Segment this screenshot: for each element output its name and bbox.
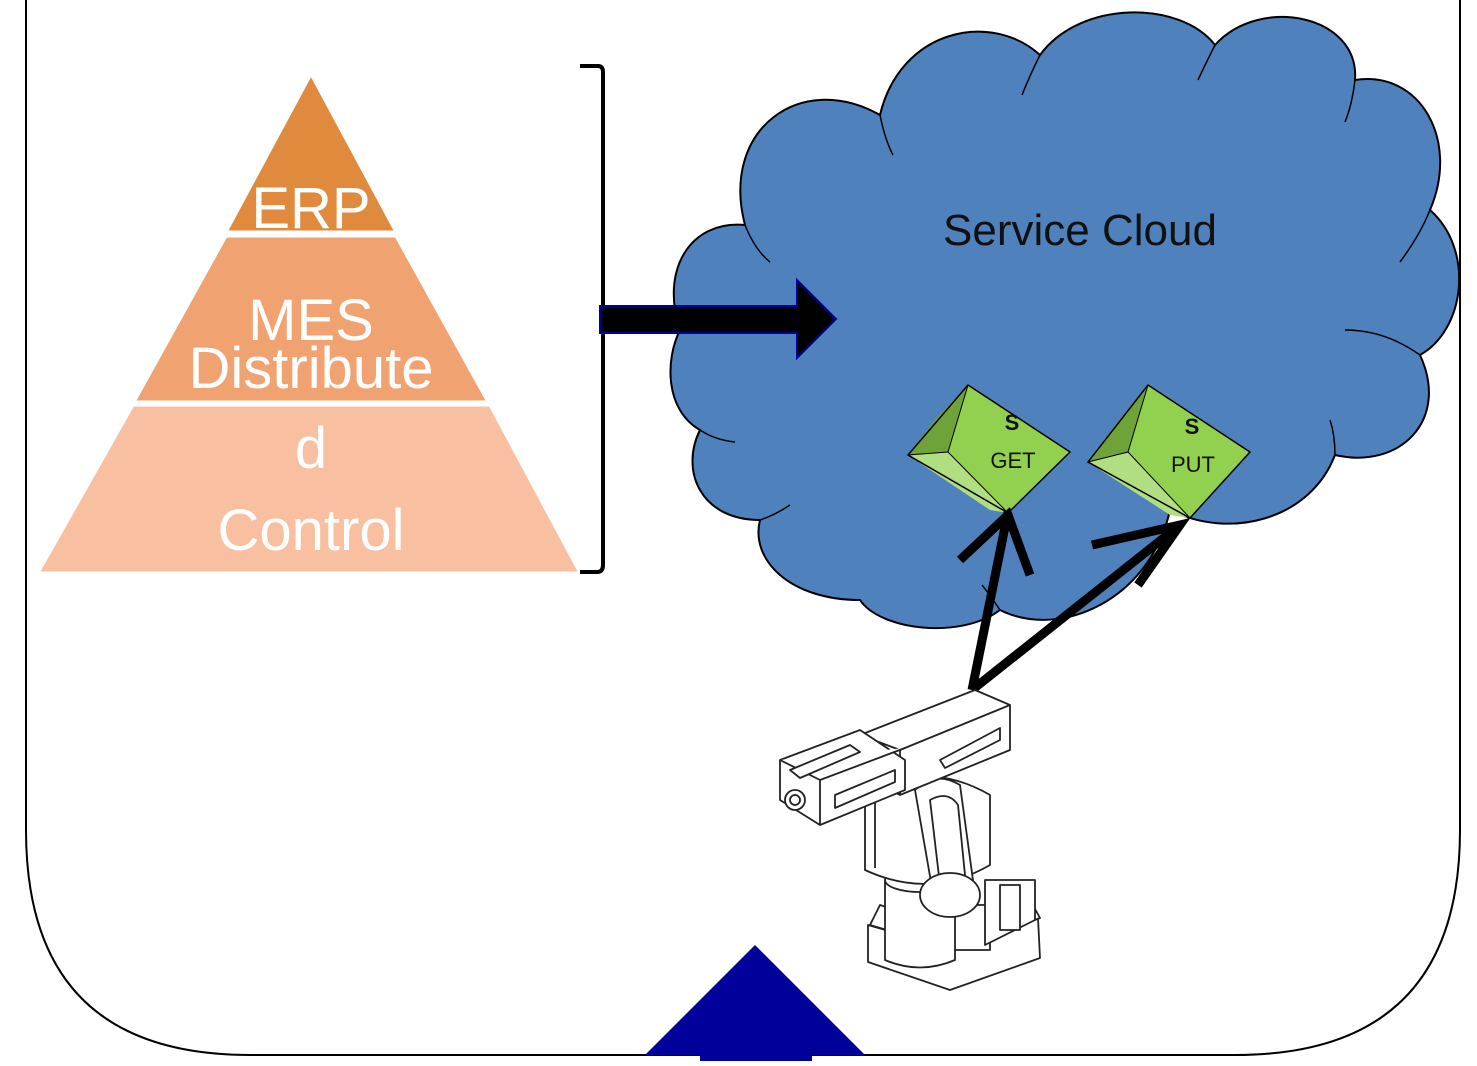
pyramid-label-mes: MES <box>248 288 374 353</box>
cube-put-badge: S <box>1185 414 1200 439</box>
pyramid-label-control-2: d <box>295 416 327 481</box>
cloud-label: Service Cloud <box>943 206 1217 255</box>
service-cloud <box>669 11 1461 630</box>
pyramid-label-control-3: Control <box>218 498 405 563</box>
robot-connection-arrows <box>956 507 1191 694</box>
cube-get-label: GET <box>990 448 1035 473</box>
cube-get-badge: S <box>1005 410 1020 435</box>
pyramid-level-erp <box>223 70 399 234</box>
arrow-up-blue <box>645 945 865 1061</box>
pyramid-label-control-1: Distribute <box>189 336 434 401</box>
arrow-robot-to-put <box>969 521 1183 694</box>
service-cube-get: S GET <box>906 384 1072 514</box>
arrow-head-get <box>956 507 1035 577</box>
arrow-head-put <box>1091 518 1191 588</box>
pyramid-level-mes <box>131 234 491 404</box>
industrial-robot <box>779 689 1041 991</box>
arrow-to-cloud <box>599 277 838 361</box>
arrow-robot-to-get <box>967 511 1013 691</box>
pyramid-label-erp: ERP <box>251 176 370 241</box>
cube-put-label: PUT <box>1171 452 1215 477</box>
service-cube-put: S PUT <box>1086 383 1252 519</box>
